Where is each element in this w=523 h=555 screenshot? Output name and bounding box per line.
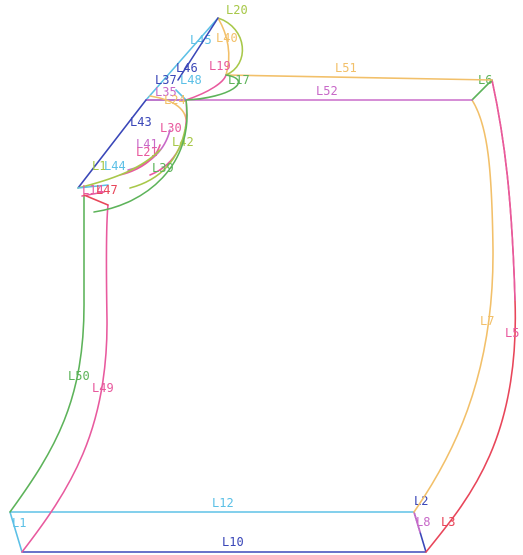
edge-label-l19: L19 xyxy=(209,59,231,73)
edge-label-l30: L30 xyxy=(160,121,182,135)
edge-l49 xyxy=(21,204,109,553)
edge-label-l5: L5 xyxy=(505,326,519,340)
edge-label-l51: L51 xyxy=(335,61,357,75)
edge-label-l46: L46 xyxy=(176,61,198,75)
edge-label-l44: L44 xyxy=(104,159,126,173)
edge-l45 xyxy=(145,17,219,101)
edge-l19 xyxy=(185,74,227,101)
edge-label-l7: L7 xyxy=(480,314,494,328)
edge-label-l37: L37 xyxy=(155,73,177,87)
edge-label-l50: L50 xyxy=(68,369,90,383)
edge-l44 xyxy=(77,184,109,189)
edge-label-l14: L14 xyxy=(82,183,104,197)
edge-l6 xyxy=(471,79,493,101)
edge-label-l8: L8 xyxy=(416,515,430,529)
edge-label-l21: L21 xyxy=(136,145,158,159)
edge-label-l41: L41 xyxy=(136,137,158,151)
edge-l43 xyxy=(77,99,147,189)
edge-l5 xyxy=(491,79,516,301)
edge-l7 xyxy=(413,99,494,513)
edge-label-l52: L52 xyxy=(316,84,338,98)
edge-label-l49: L49 xyxy=(92,381,114,395)
edge-l39 xyxy=(93,99,188,213)
edge-l8 xyxy=(413,511,421,533)
edge-label-l1: L1 xyxy=(92,159,106,173)
edge-l17 xyxy=(185,74,240,101)
edge-label-l39: L39 xyxy=(152,161,174,175)
edge-label-l17: L17 xyxy=(228,73,250,87)
edge-l47 xyxy=(83,194,109,206)
edge-label-l40: L40 xyxy=(216,31,238,45)
edge-l48 xyxy=(175,89,187,101)
edge-l1 xyxy=(9,511,23,553)
edge-label-l1: L1 xyxy=(12,516,26,530)
edge-label-l12: L12 xyxy=(212,496,234,510)
edge-l42 xyxy=(129,124,187,189)
edge-label-l35: L35 xyxy=(155,85,177,99)
edge-label-l20: L20 xyxy=(226,3,248,17)
edge-l51 xyxy=(225,74,493,81)
edge-l50 xyxy=(9,194,85,513)
edge-label-l24: L24 xyxy=(164,93,186,107)
edge-l40 xyxy=(217,17,230,76)
edge-l46 xyxy=(177,17,219,81)
edge-l20 xyxy=(217,17,244,76)
edge-l1 xyxy=(77,149,161,189)
edge-l3 xyxy=(425,79,517,553)
edge-label-l10: L10 xyxy=(222,535,244,549)
edge-label-l47: L47 xyxy=(96,183,118,197)
edge-label-l3: L3 xyxy=(441,515,455,529)
edge-label-l48: L48 xyxy=(180,73,202,87)
edge-label-l43: L43 xyxy=(130,115,152,129)
